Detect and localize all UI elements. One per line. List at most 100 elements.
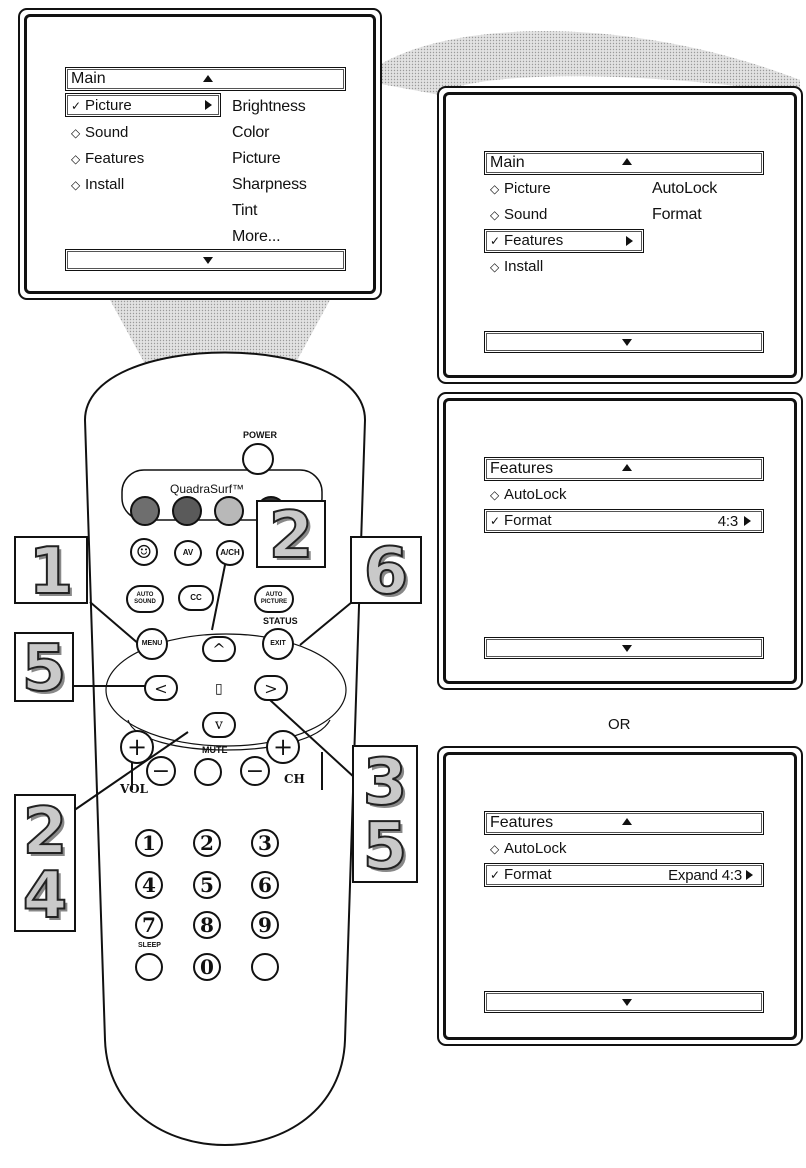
tv-screen-features-expand: Features ◇AutoLock ✓Format Expand 4:3	[437, 746, 803, 1046]
or-label: OR	[608, 716, 631, 733]
format-value: Expand 4:3	[642, 866, 742, 886]
diamond-icon: ◇	[71, 123, 85, 143]
minus-icon: −	[152, 759, 170, 784]
nav-left-button[interactable]: <	[144, 675, 178, 701]
digit-2-button[interactable]: 2	[193, 829, 221, 857]
digit-7-button[interactable]: 7	[135, 911, 163, 939]
volume-up-button[interactable]: +	[120, 730, 154, 764]
menu-title: Main	[490, 154, 525, 171]
digit-label: 4	[142, 873, 156, 897]
channel-up-button[interactable]: +	[266, 730, 300, 764]
cc-label: CC	[190, 594, 202, 602]
chevron-down-icon: v	[215, 717, 223, 733]
ch-label: CH	[284, 772, 305, 786]
digit-label: 9	[258, 913, 272, 937]
arrow-down-icon	[622, 999, 632, 1006]
arrow-right-icon	[746, 870, 753, 880]
nav-right-button[interactable]: >	[254, 675, 288, 701]
quadrasurf-label: QuadraSurf™	[170, 482, 244, 496]
digit-4-button[interactable]: 4	[135, 871, 163, 899]
cc-button[interactable]: CC	[178, 585, 214, 611]
menu-button[interactable]: MENU	[136, 628, 168, 660]
quadrasurf-button-2[interactable]	[172, 496, 202, 526]
volume-down-button[interactable]: −	[146, 756, 176, 786]
digit-9-button[interactable]: 9	[251, 911, 279, 939]
digit-8-button[interactable]: 8	[193, 911, 221, 939]
submenu-item: Picture	[232, 149, 280, 169]
diamond-icon: ◇	[490, 205, 504, 225]
digit-6-button[interactable]: 6	[251, 871, 279, 899]
menu-item: ◇Sound	[71, 123, 128, 143]
digit-label: 6	[258, 873, 272, 897]
sleep-button[interactable]	[135, 953, 163, 981]
arrow-right-icon	[626, 236, 633, 246]
nav-down-button[interactable]: v	[202, 712, 236, 738]
digit-label: 1	[142, 831, 156, 855]
submenu-item: Brightness	[232, 97, 306, 117]
step-5-number: 5	[354, 815, 416, 879]
menu-item-label: Picture	[85, 97, 132, 114]
auto-sound-button[interactable]: AUTO SOUND	[126, 585, 164, 613]
center-icon: ▯	[215, 680, 223, 697]
step-2-number: 2	[16, 800, 74, 864]
chevron-left-icon: <	[154, 679, 167, 698]
menu-item-label: Install	[504, 258, 543, 275]
digit-label: 8	[200, 913, 214, 937]
check-icon: ✓	[490, 511, 504, 531]
step-6-number: 6	[352, 540, 420, 604]
av-button[interactable]: AV	[174, 540, 202, 566]
arrow-up-icon	[622, 158, 632, 165]
arrow-right-icon	[205, 100, 212, 110]
submenu-item: Color	[232, 123, 269, 143]
menu-title: Features	[490, 814, 553, 831]
menu-item: ◇AutoLock	[490, 839, 567, 859]
plus-icon: +	[273, 733, 293, 761]
step-2-number: 2	[258, 504, 324, 568]
plus-icon: +	[127, 733, 147, 761]
submenu-item: More...	[232, 227, 280, 247]
check-icon: ✓	[490, 865, 504, 885]
minus-icon: −	[246, 759, 264, 784]
step-5-left-box: 5	[14, 632, 74, 702]
step-3-number: 3	[354, 751, 416, 815]
blank-button[interactable]	[251, 953, 279, 981]
auto-sound-label: AUTO SOUND	[128, 592, 162, 606]
quadrasurf-button-3[interactable]	[214, 496, 244, 526]
smiley-button[interactable]: ☺	[130, 538, 158, 566]
digit-label: 3	[258, 831, 272, 855]
tv-screen-main-features: Main ◇Picture ◇Sound ✓Features ◇Install …	[437, 86, 803, 384]
menu-item-label: Features	[504, 232, 563, 249]
channel-down-button[interactable]: −	[240, 756, 270, 786]
digit-0-button[interactable]: 0	[193, 953, 221, 981]
step-2-4-box: 2 4	[14, 794, 76, 932]
menu-item-label: AutoLock	[504, 840, 567, 857]
menu-title: Main	[71, 70, 106, 87]
diamond-icon: ◇	[490, 839, 504, 859]
diamond-icon: ◇	[490, 179, 504, 199]
digit-label: 0	[200, 955, 214, 979]
exit-button[interactable]: EXIT	[262, 628, 294, 660]
menu-item-label: Install	[85, 176, 124, 193]
diamond-icon: ◇	[71, 175, 85, 195]
menu-item: ◇Picture	[490, 179, 551, 199]
menu-item: ◇Sound	[490, 205, 547, 225]
power-button[interactable]	[242, 443, 274, 475]
quadrasurf-button-1[interactable]	[130, 496, 160, 526]
nav-up-button[interactable]: ^	[202, 636, 236, 662]
ach-button[interactable]: A/CH	[216, 540, 244, 566]
menu-title: Features	[490, 460, 553, 477]
digit-5-button[interactable]: 5	[193, 871, 221, 899]
mute-button[interactable]	[194, 758, 222, 786]
arrow-down-icon	[622, 339, 632, 346]
menu-item: ◇Install	[71, 175, 124, 195]
auto-picture-button[interactable]: AUTO PICTURE	[254, 585, 294, 613]
menu-item-label: Features	[85, 150, 144, 167]
tv-screen-main-picture: Main ✓Picture ◇Sound ◇Features ◇Install …	[18, 8, 382, 300]
menu-item-label: Sound	[85, 124, 128, 141]
submenu-item: Tint	[232, 201, 257, 221]
step-5-number: 5	[16, 637, 72, 701]
digit-3-button[interactable]: 3	[251, 829, 279, 857]
menu-item-label: Format	[504, 866, 552, 883]
digit-1-button[interactable]: 1	[135, 829, 163, 857]
menu-item: ◇AutoLock	[490, 485, 567, 505]
